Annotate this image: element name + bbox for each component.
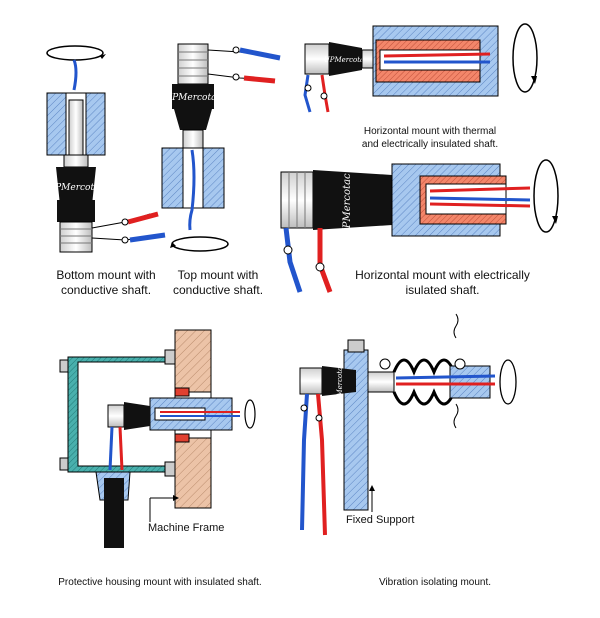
caption-bottom-mount: Bottom mount with conductive shaft. (56, 268, 156, 297)
brand-logo-3: UPMercotac (324, 56, 368, 64)
horizontal-electrical-figure: UPMercotac (280, 159, 559, 293)
protective-housing-figure (59, 329, 256, 548)
top-mount-figure: UPMercotac (161, 43, 281, 252)
brand-logo-2: UPMercotac (165, 93, 222, 103)
label-machine-frame: Machine Frame (148, 522, 225, 534)
caption-horizontal-thermal: Horizontal mount with thermal and electr… (361, 126, 499, 150)
brand-logo-1: UPMercotac (48, 183, 105, 193)
brand-logo-6: UPMercotac (336, 363, 344, 407)
bottom-mount-figure: UPMercotac (46, 45, 166, 253)
caption-top-mount: Top mount with conductive shaft. (172, 268, 264, 297)
label-fixed-support: Fixed Support (346, 514, 415, 526)
caption-horizontal-electrical: Horizontal mount with electrically isula… (355, 268, 530, 297)
caption-vibration: Vibration isolating mount. (378, 577, 492, 588)
vibration-isolating-figure: UPMercotac (299, 313, 517, 536)
caption-protective-housing: Protective housing mount with insulated … (58, 577, 262, 588)
brand-logo-4: UPMercotac (342, 173, 353, 237)
horizontal-thermal-figure: UPMercotac (303, 23, 538, 113)
